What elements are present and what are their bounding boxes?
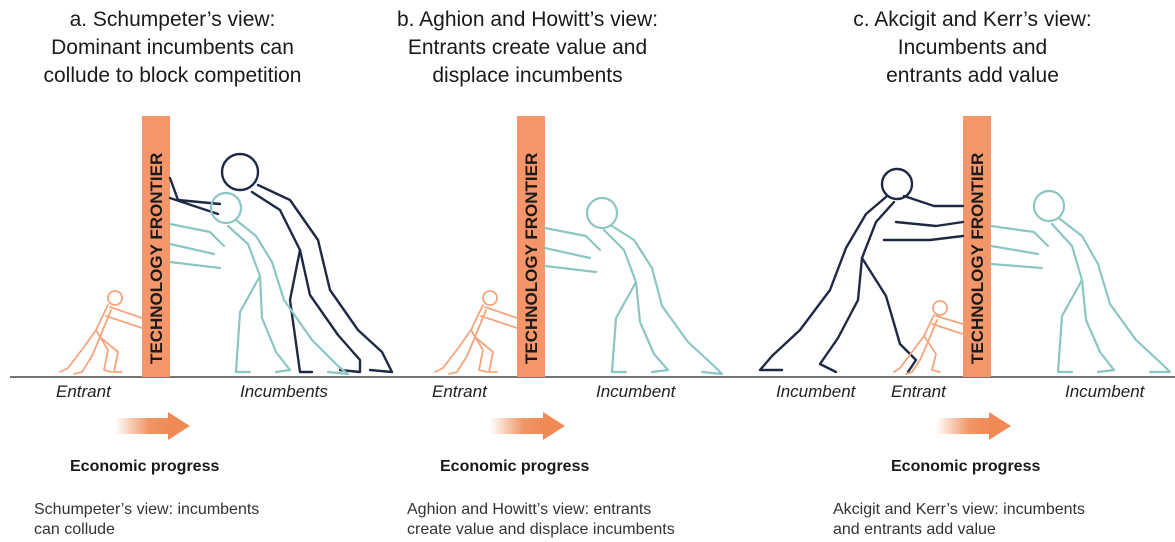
caption-line: and entrants add value [833, 521, 996, 538]
panel-b-title: b. Aghion and Howitt’s view: Entrants cr… [355, 6, 700, 90]
entrant-figure [59, 290, 143, 375]
incumbent-label: Incumbent [596, 382, 676, 401]
technology-frontier-bar [517, 116, 545, 377]
title-line: Dominant incumbents can [51, 36, 294, 59]
entrant-label: Entrant [891, 382, 946, 401]
economic-progress-label: Economic progress [440, 458, 590, 475]
panel-c-caption: Akcigit and Kerr’s view: incumbents and … [833, 500, 1085, 540]
frontier-label: TECHNOLOGY FRONTIER [147, 153, 166, 364]
incumbents-label: Incumbents [240, 382, 328, 401]
panel-a-scene: TECHNOLOGY FRONTIER [59, 116, 394, 377]
title-line: Entrants create value and [407, 36, 648, 59]
incumbent-label: Incumbent [1065, 382, 1145, 401]
caption-line: Aghion and Howitt’s view: entrants [407, 501, 652, 518]
incumbent-figure-teal [543, 196, 724, 376]
incumbent-figure-navy [758, 167, 965, 374]
title-line: displace incumbents [432, 64, 623, 87]
incumbent-label: Incumbent [776, 382, 856, 401]
panel-c-scene: TECHNOLOGY FRONTIER [758, 116, 1172, 377]
economic-progress-label: Economic progress [891, 458, 1041, 475]
progress-arrow [490, 412, 565, 440]
panel-a-title: a. Schumpeter’s view: Dominant incumbent… [0, 6, 345, 90]
panel-b-scene: TECHNOLOGY FRONTIER [434, 116, 724, 377]
economic-progress-label: Economic progress [70, 458, 220, 475]
title-line: collude to block competition [43, 64, 302, 87]
title-line: c. Akcigit and Kerr’s view: [853, 8, 1092, 31]
incumbent-figure-teal [989, 189, 1172, 374]
entrant-label: Entrant [432, 382, 487, 401]
panel-c-title: c. Akcigit and Kerr’s view: Incumbents a… [800, 6, 1145, 90]
title-line: b. Aghion and Howitt’s view: [396, 8, 659, 31]
incumbent-figure-navy [168, 152, 394, 374]
progress-arrow [936, 412, 1011, 440]
frontier-label: TECHNOLOGY FRONTIER [968, 153, 987, 364]
entrant-figure [434, 290, 518, 375]
technology-frontier-bar [142, 116, 170, 377]
panel-a-caption: Schumpeter’s view: incumbents can collud… [34, 500, 259, 540]
entrant-figure [893, 300, 964, 375]
technology-frontier-bar [963, 116, 991, 377]
caption-line: Schumpeter’s view: incumbents [34, 501, 260, 518]
progress-arrow [115, 412, 190, 440]
entrant-label: Entrant [56, 382, 111, 401]
panel-b-caption: Aghion and Howitt’s view: entrants creat… [407, 500, 675, 540]
title-line: Incumbents and [897, 36, 1048, 59]
caption-line: Akcigit and Kerr’s view: incumbents [833, 501, 1085, 518]
caption-line: create value and displace incumbents [407, 521, 675, 538]
caption-line: can collude [34, 521, 115, 538]
incumbent-figure-teal [168, 191, 350, 376]
frontier-label: TECHNOLOGY FRONTIER [522, 153, 541, 364]
title-line: a. Schumpeter’s view: [69, 8, 276, 31]
title-line: entrants add value [886, 64, 1059, 87]
